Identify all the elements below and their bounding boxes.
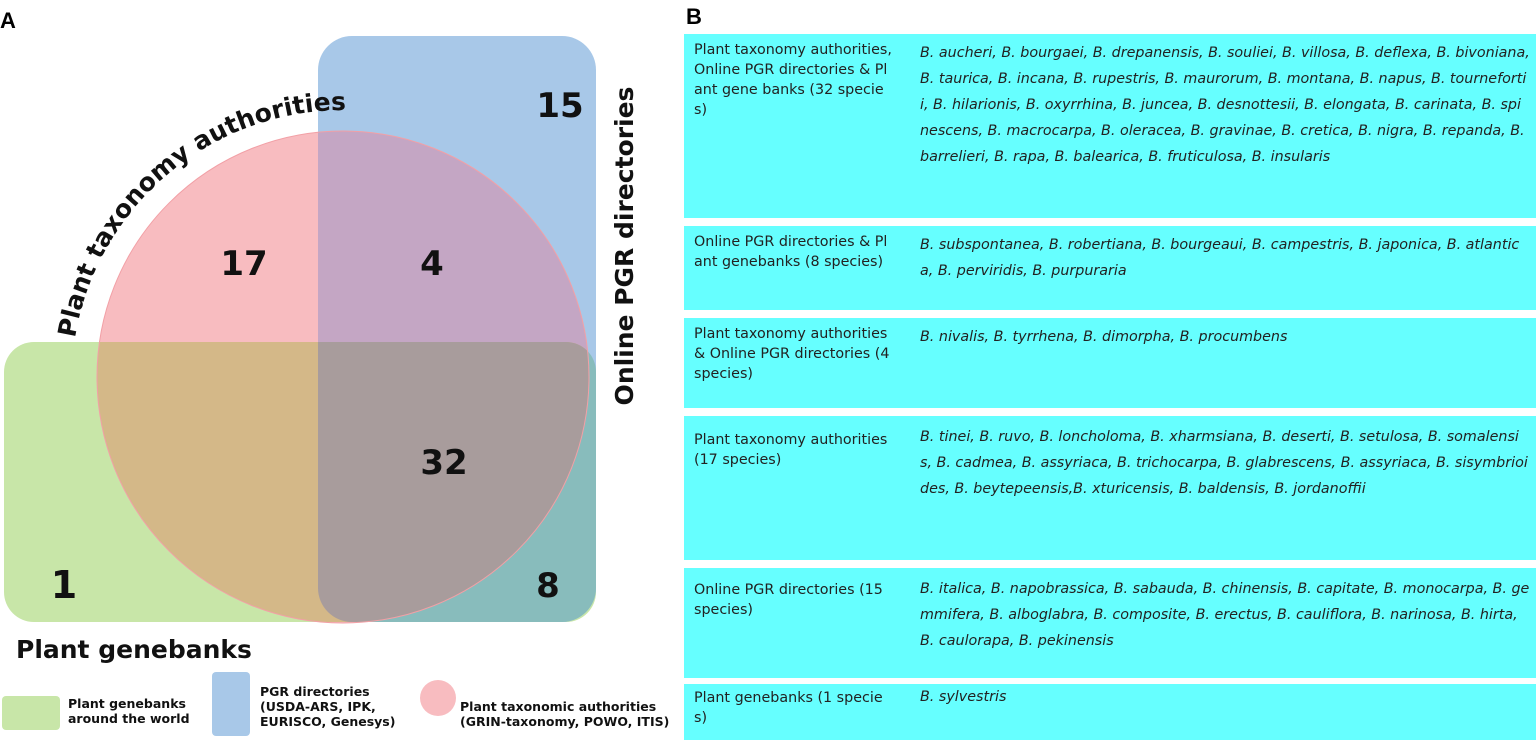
table-row: Plant taxonomy authorities (17 species) … <box>684 416 1536 560</box>
count-all-three: 32 <box>420 443 467 483</box>
legend-swatch-taxonomy <box>420 680 456 716</box>
panel-a-label: A <box>0 8 16 33</box>
taxonomy-outline <box>96 130 590 624</box>
legend-text-taxonomy: Plant taxonomic authorities(GRIN-taxonom… <box>460 699 670 729</box>
row-species: B. tinei, B. ruvo, B. loncholoma, B. xha… <box>920 429 1528 497</box>
table-row: Online PGR directories & Plant genebanks… <box>684 226 1536 310</box>
table-row: Plant genebanks (1 species) B. sylvestri… <box>684 684 1536 740</box>
count-taxonomy-pgr: 4 <box>420 244 444 284</box>
count-taxonomy-only: 17 <box>220 244 267 284</box>
row-species: B. nivalis, B. tyrrhena, B. dimorpha, B.… <box>920 329 1288 345</box>
legend-item-pgr: PGR directories(USDA-ARS, IPK,EURISCO, G… <box>212 668 422 740</box>
legend-text-pgr: PGR directories(USDA-ARS, IPK,EURISCO, G… <box>260 684 396 729</box>
count-genebanks-only: 1 <box>51 563 77 607</box>
genebanks-label: Plant genebanks <box>16 635 252 664</box>
count-pgr-genebanks: 8 <box>536 566 560 606</box>
count-pgr-only: 15 <box>536 86 583 126</box>
table-row: Plant taxonomy authorities, Online PGR d… <box>684 34 1536 218</box>
table-row: Online PGR directories (15 species) B. i… <box>684 568 1536 678</box>
row-label: Plant taxonomy authorities, Online PGR d… <box>694 42 892 118</box>
venn-diagram: Plant taxonomy authorities Online PGR di… <box>4 36 639 664</box>
row-label: Plant taxonomy authorities & Online PGR … <box>694 326 890 382</box>
pgr-label: Online PGR directories <box>610 87 639 406</box>
panel-b-label: B <box>686 4 702 29</box>
legend-swatch-pgr <box>212 672 250 736</box>
legend-swatch-genebanks <box>2 696 60 730</box>
row-species: B. aucheri, B. bourgaei, B. drepanensis,… <box>920 45 1530 165</box>
row-species: B. subspontanea, B. robertiana, B. bourg… <box>920 237 1520 279</box>
species-table: Plant taxonomy authorities, Online PGR d… <box>684 34 1536 740</box>
row-species: B. sylvestris <box>920 689 1007 705</box>
row-label: Online PGR directories & Plant genebanks… <box>694 234 888 270</box>
table-row: Plant taxonomy authorities & Online PGR … <box>684 318 1536 408</box>
row-species: B. italica, B. napobrassica, B. sabauda,… <box>920 581 1530 649</box>
row-label: Plant genebanks (1 species) <box>694 690 883 726</box>
legend-item-taxonomy: Plant taxonomic authorities(GRIN-taxonom… <box>420 668 680 740</box>
row-label: Online PGR directories (15 species) <box>694 582 883 618</box>
row-label: Plant taxonomy authorities (17 species) <box>694 432 888 468</box>
all-three-overlap <box>318 342 589 622</box>
